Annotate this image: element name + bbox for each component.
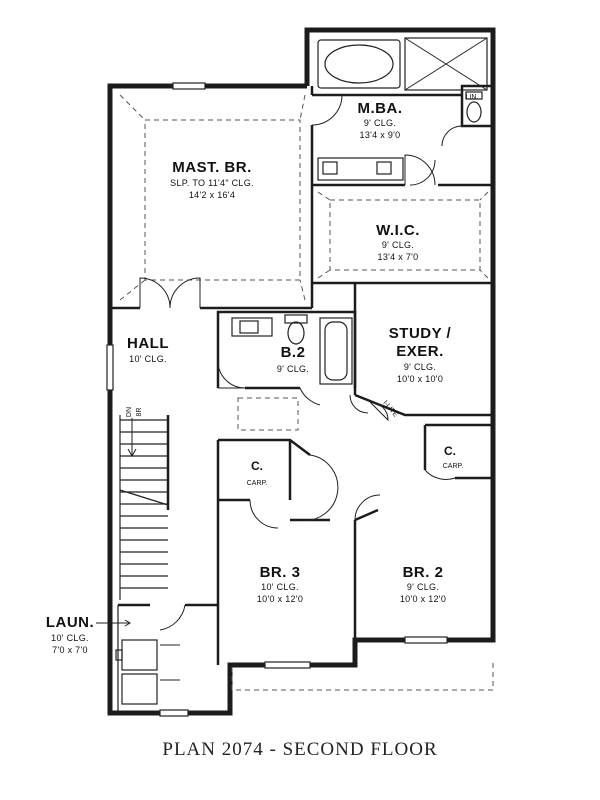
room-labels: MAST. BR. SLP. TO 11'4" CLG. 14'2 x 16'4… bbox=[46, 94, 479, 655]
bedroom-2-size: 10'0 x 12'0 bbox=[400, 594, 446, 604]
study-size: 10'0 x 10'0 bbox=[397, 374, 443, 384]
windows bbox=[106, 82, 448, 717]
bedroom-2-ceiling: 9' CLG. bbox=[407, 582, 439, 592]
master-bath-size: 13'4 x 9'0 bbox=[360, 130, 401, 140]
bath-2-name: B.2 bbox=[281, 344, 306, 361]
bath-2-ceiling: 9' CLG. bbox=[277, 364, 309, 374]
closet-left-type: CARP. bbox=[247, 480, 268, 487]
master-bath-ceiling: 9' CLG. bbox=[364, 118, 396, 128]
master-bedroom-ceiling: SLP. TO 11'4" CLG. bbox=[170, 178, 254, 188]
bedroom-3-size: 10'0 x 12'0 bbox=[257, 594, 303, 604]
linen-name: LIN. bbox=[466, 94, 479, 101]
ceiling-lines bbox=[119, 94, 494, 691]
laundry-name: LAUN. bbox=[46, 614, 94, 631]
bedroom-3-ceiling: 10' CLG. bbox=[261, 582, 299, 592]
laundry-size: 7'0 x 7'0 bbox=[52, 645, 88, 655]
closet-right-name: C. bbox=[444, 444, 456, 458]
study-ceiling: 9' CLG. bbox=[404, 362, 436, 372]
master-bedroom-size: 14'2 x 16'4 bbox=[189, 190, 235, 200]
plan-caption: PLAN 2074 - SECOND FLOOR bbox=[162, 739, 437, 760]
stair-riser-label: 8R bbox=[136, 408, 143, 417]
master-bedroom-name: MAST. BR. bbox=[172, 159, 252, 176]
closet-left-name: C. bbox=[251, 459, 263, 473]
stairs bbox=[119, 415, 169, 600]
wic-ceiling: 9' CLG. bbox=[382, 240, 414, 250]
bedroom-2-name: BR. 2 bbox=[403, 564, 444, 581]
master-bath-name: M.BA. bbox=[358, 100, 403, 117]
study-name-line1: STUDY / bbox=[389, 325, 452, 342]
bedroom-3-name: BR. 3 bbox=[260, 564, 301, 581]
hall-name: HALL bbox=[127, 335, 169, 352]
closet-right-type: CARP. bbox=[443, 463, 464, 470]
stair-direction-label: DN bbox=[126, 407, 133, 417]
doors bbox=[139, 94, 463, 631]
study-name-line2: EXER. bbox=[396, 343, 444, 360]
wic-size: 13'4 x 7'0 bbox=[378, 252, 419, 262]
fixtures bbox=[115, 37, 488, 705]
interior-walls bbox=[110, 84, 495, 713]
hall-ceiling: 10' CLG. bbox=[129, 354, 167, 364]
wic-name: W.I.C. bbox=[376, 222, 420, 239]
laundry-ceiling: 10' CLG. bbox=[51, 633, 89, 643]
